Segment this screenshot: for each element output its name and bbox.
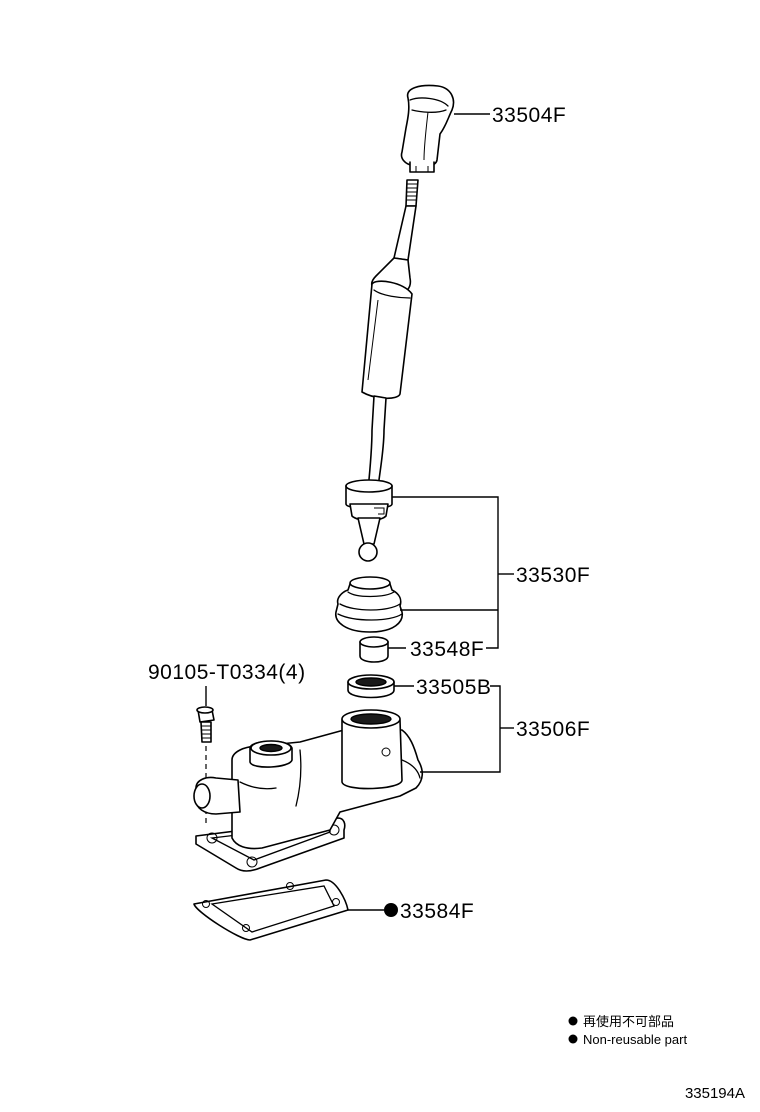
gasket-part [193,879,349,941]
legend: 再使用不可部品 Non-reusable part [568,1014,687,1047]
callout-seat: 33505B [416,676,491,699]
legend-bullet-icon [568,1034,578,1044]
figure-id: 335194A [685,1085,745,1102]
dust-boot-part [335,576,403,633]
non-reusable-marker-icon [384,903,398,917]
callout-gasket: 33584F [400,900,474,923]
lever-lower-end [345,479,393,562]
callout-lever-sub-assembly: 33530F [516,564,590,587]
callout-bolt: 90105-T0334(4) [148,661,306,684]
legend-text-en: Non-reusable part [583,1032,687,1047]
seat-part [347,674,395,699]
bolt-part [196,706,215,743]
shift-knob-part [400,84,455,173]
callout-bushing: 33548F [410,638,484,661]
leader-lines [205,113,514,911]
retainer-housing-part [193,709,424,872]
callout-retainer: 33506F [516,718,590,741]
legend-text-jp: 再使用不可部品 [583,1014,674,1029]
legend-bullet-icon [568,1016,578,1026]
bushing-part [359,636,389,663]
shift-lever-shaft [361,179,419,491]
callout-knob: 33504F [492,104,566,127]
